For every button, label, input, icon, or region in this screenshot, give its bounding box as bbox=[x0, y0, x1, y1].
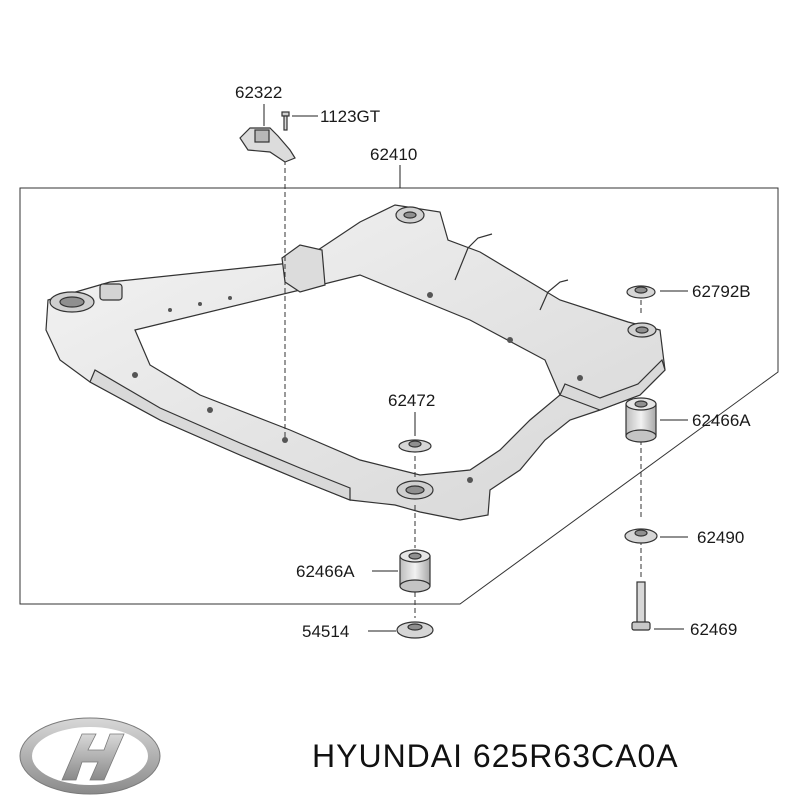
brand-part-caption: HYUNDAI 625R63CA0A bbox=[312, 738, 679, 774]
washer-62472 bbox=[398, 439, 432, 453]
hyundai-logo-icon bbox=[19, 717, 161, 795]
washer-54514 bbox=[396, 621, 434, 639]
bolt-1123GT bbox=[281, 111, 290, 131]
bushing-62466A-right bbox=[625, 397, 657, 443]
bolt-62469 bbox=[631, 581, 651, 631]
label-54514: 54514 bbox=[302, 622, 349, 641]
label-62490: 62490 bbox=[697, 528, 744, 547]
label-62466A-right: 62466A bbox=[692, 411, 751, 430]
label-62322: 62322 bbox=[235, 83, 282, 102]
bushing-62466A-left bbox=[399, 549, 431, 593]
bracket-62322 bbox=[239, 127, 296, 163]
label-62792B: 62792B bbox=[692, 282, 751, 301]
label-62472: 62472 bbox=[388, 391, 435, 410]
label-1123GT: 1123GT bbox=[320, 107, 380, 126]
label-62466A-left: 62466A bbox=[296, 562, 355, 581]
label-62469: 62469 bbox=[690, 620, 737, 639]
washer-62792B bbox=[626, 285, 656, 299]
washer-62490 bbox=[624, 528, 658, 544]
label-62410: 62410 bbox=[370, 145, 417, 164]
front-subframe-crossmember bbox=[45, 204, 666, 521]
